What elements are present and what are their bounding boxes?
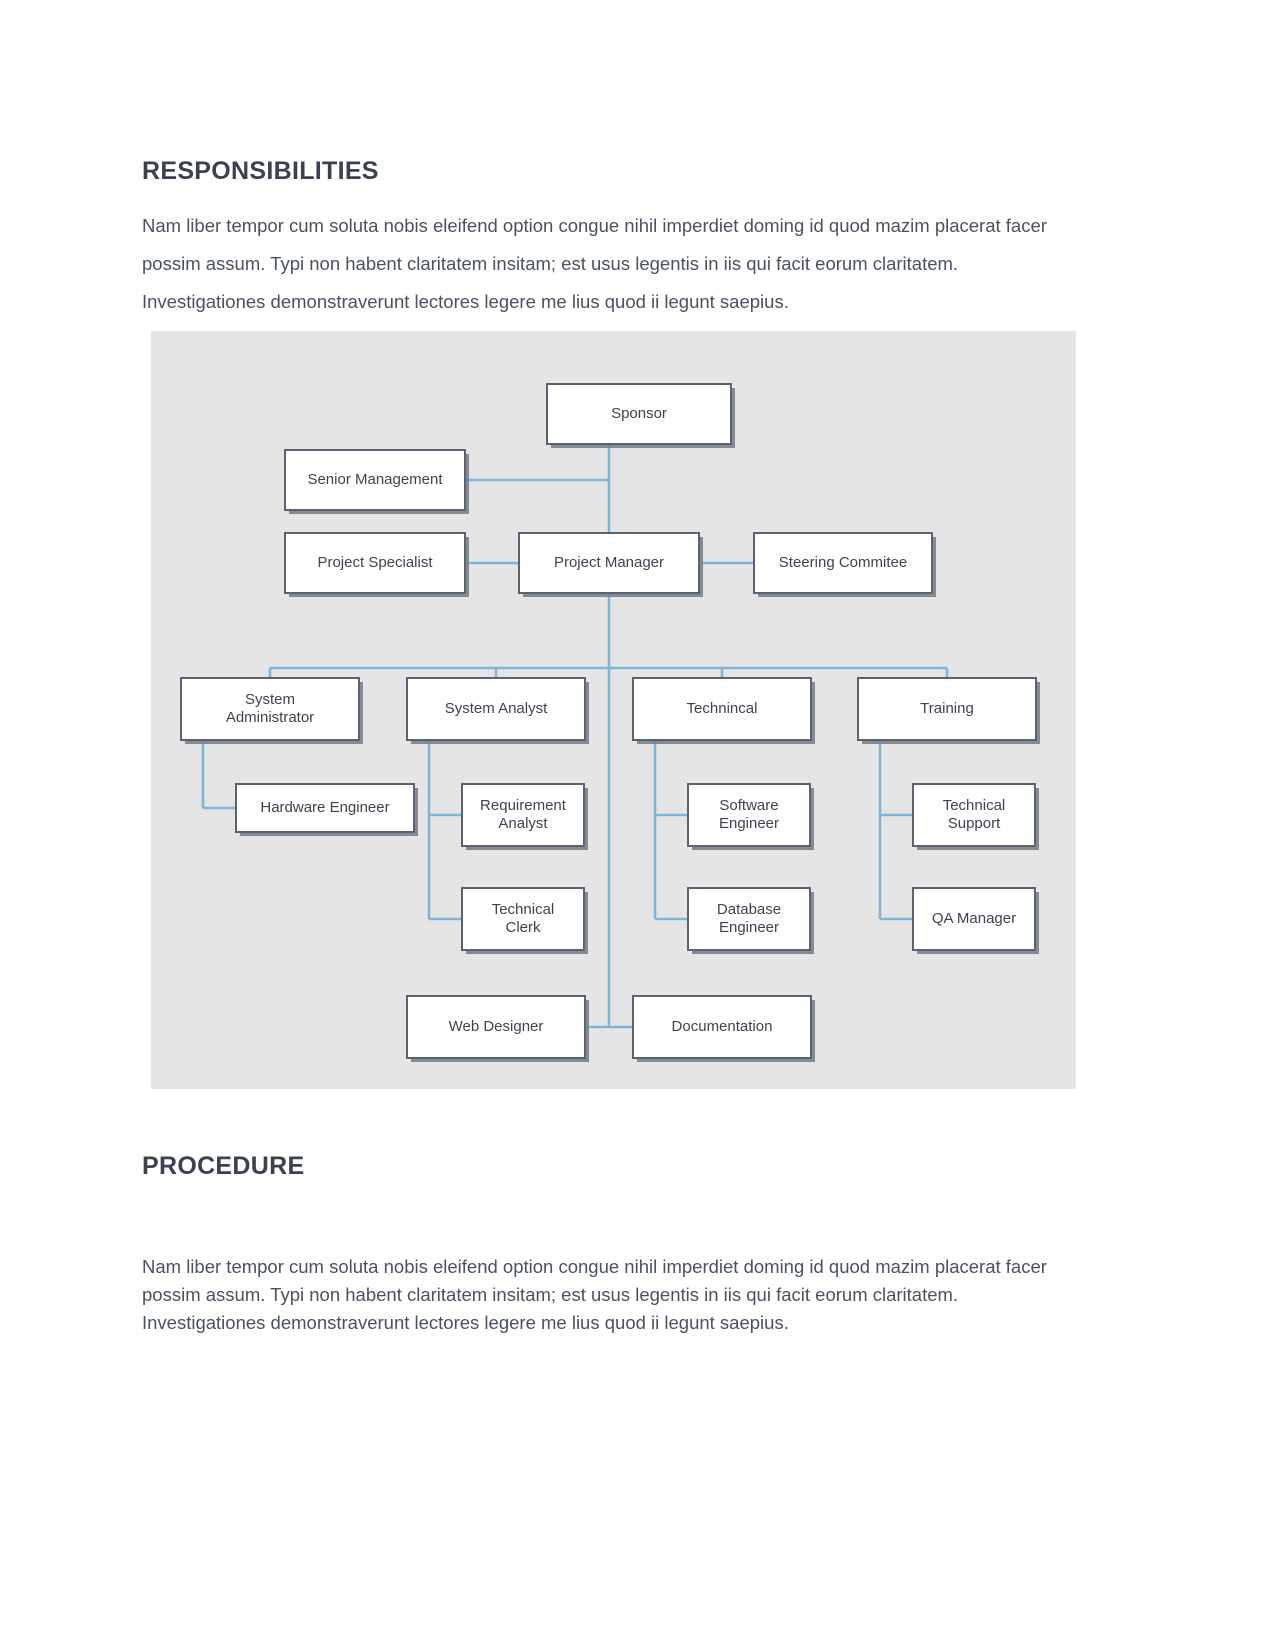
node-box-software-engineer[interactable] [687, 783, 811, 847]
node-documentation[interactable]: Documentation [632, 995, 815, 1062]
responsibilities-body-text: Nam liber tempor cum soluta nobis eleife… [142, 215, 1047, 312]
node-box-system-administrator[interactable] [180, 677, 360, 741]
page-title-responsibilities: RESPONSIBILITIES [142, 157, 379, 185]
node-box-system-analyst[interactable] [406, 677, 586, 741]
node-box-requirement-analyst[interactable] [461, 783, 585, 847]
node-label-project-specialist: Project Specialist [317, 554, 433, 571]
node-box-hardware-engineer[interactable] [235, 783, 415, 833]
node-label-senior-management: Senior Management [307, 471, 443, 488]
org-chart-connectors [201, 444, 949, 1029]
node-project-specialist[interactable]: Project Specialist [284, 532, 469, 597]
node-box-senior-management[interactable] [284, 449, 466, 511]
node-training[interactable]: Training [857, 677, 1040, 744]
node-label-web-designer: Web Designer [449, 1018, 544, 1035]
node-box-web-designer[interactable] [406, 995, 586, 1059]
node-sponsor[interactable]: Sponsor [546, 383, 735, 448]
node-box-documentation[interactable] [632, 995, 812, 1059]
node-box-technical-clerk[interactable] [461, 887, 585, 951]
node-qa-manager[interactable]: QA Manager [912, 887, 1039, 954]
node-box-qa-manager[interactable] [912, 887, 1036, 951]
node-label-technincal: Technincal [687, 700, 758, 717]
node-senior-management[interactable]: Senior Management [284, 449, 469, 514]
node-box-database-engineer[interactable] [687, 887, 811, 951]
node-hardware-engineer[interactable]: Hardware Engineer [235, 783, 418, 836]
node-box-project-manager[interactable] [518, 532, 700, 594]
node-label-hardware-engineer: Hardware Engineer [260, 799, 389, 816]
node-box-technincal[interactable] [632, 677, 812, 741]
node-box-sponsor[interactable] [546, 383, 732, 445]
node-box-technical-support[interactable] [912, 783, 1036, 847]
node-steering-commitee[interactable]: Steering Commitee [753, 532, 936, 597]
node-label-training: Training [920, 700, 974, 717]
node-box-training[interactable] [857, 677, 1037, 741]
node-label-project-manager: Project Manager [554, 554, 664, 571]
node-box-project-specialist[interactable] [284, 532, 466, 594]
node-label-qa-manager: QA Manager [932, 910, 1016, 927]
node-box-steering-commitee[interactable] [753, 532, 933, 594]
node-label-sponsor: Sponsor [611, 405, 667, 422]
procedure-body-text: Nam liber tempor cum soluta nobis eleife… [142, 1256, 1047, 1334]
page-title-procedure: PROCEDURE [142, 1152, 305, 1180]
node-label-system-analyst: System Analyst [445, 700, 548, 717]
node-project-manager[interactable]: Project Manager [518, 532, 703, 597]
node-technincal[interactable]: Technincal [632, 677, 815, 744]
node-system-analyst[interactable]: System Analyst [406, 677, 589, 744]
node-label-documentation: Documentation [672, 1018, 773, 1035]
node-label-steering-commitee: Steering Commitee [779, 554, 907, 571]
node-web-designer[interactable]: Web Designer [406, 995, 589, 1062]
